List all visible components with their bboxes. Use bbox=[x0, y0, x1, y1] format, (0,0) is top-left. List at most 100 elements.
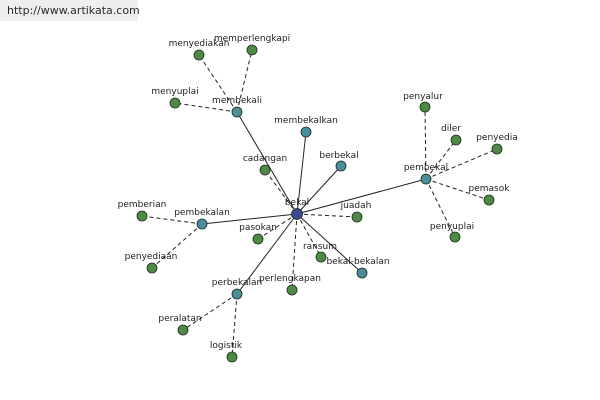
node-label-peralatan: peralatan bbox=[158, 314, 201, 324]
edge-pembekal-diler bbox=[425, 139, 457, 180]
node-label-pemasok: pemasok bbox=[469, 184, 511, 194]
node-dot-penyediaan[interactable] bbox=[146, 262, 158, 274]
node-label-pemberian: pemberian bbox=[118, 200, 167, 210]
node-label-membekalkan: membekalkan bbox=[274, 116, 338, 126]
node-perlengkapan[interactable]: perlengkapan bbox=[259, 274, 321, 296]
node-dot-menyediakan[interactable] bbox=[193, 49, 205, 61]
node-dot-menyuplai[interactable] bbox=[169, 97, 181, 109]
node-dot-perlengkapan[interactable] bbox=[286, 284, 298, 296]
edge-bekal-cadangan bbox=[264, 169, 298, 215]
node-dot-membekali[interactable] bbox=[231, 106, 243, 118]
node-label-memperlengkapi: memperlengkapi bbox=[214, 34, 290, 44]
node-dot-membekalkan[interactable] bbox=[300, 126, 312, 138]
node-dot-penyuplai[interactable] bbox=[449, 231, 461, 243]
edge-bekal-ransum bbox=[296, 213, 322, 258]
node-pasokan[interactable]: pasokan bbox=[239, 223, 277, 245]
node-label-penyedia: penyedia bbox=[476, 133, 518, 143]
node-label-membekali: membekali bbox=[212, 96, 262, 106]
node-dot-ransum[interactable] bbox=[315, 251, 327, 263]
edge-pembekalan-pemberian bbox=[141, 215, 203, 225]
edge-pembekal-penyedia bbox=[425, 148, 498, 180]
node-pemberian[interactable]: pemberian bbox=[118, 200, 167, 222]
edge-bekal-berbekal bbox=[296, 165, 342, 215]
node-label-cadangan: cadangan bbox=[243, 154, 287, 164]
node-label-ransum: ransum bbox=[303, 242, 337, 252]
node-dot-penyedia[interactable] bbox=[491, 143, 503, 155]
node-dot-pasokan[interactable] bbox=[252, 233, 264, 245]
edge-bekal-pasokan bbox=[257, 213, 298, 240]
node-label-penyuplai: penyuplai bbox=[430, 222, 474, 232]
node-membekali[interactable]: membekali bbox=[212, 96, 262, 118]
node-dot-memperlengkapi[interactable] bbox=[246, 44, 258, 56]
edge-bekal-perbekalan bbox=[236, 213, 298, 295]
edge-bekal-bekal-bekalan bbox=[296, 213, 363, 274]
node-menyediakan[interactable]: menyediakan bbox=[169, 39, 230, 61]
edge-pembekal-penyalur bbox=[424, 106, 427, 180]
node-label-pembekalan: pembekalan bbox=[174, 208, 230, 218]
node-peralatan[interactable]: peralatan bbox=[158, 314, 202, 336]
node-cadangan[interactable]: cadangan bbox=[243, 154, 287, 176]
node-dot-perbekalan[interactable] bbox=[231, 288, 243, 300]
node-dot-pemberian[interactable] bbox=[136, 210, 148, 222]
node-ransum[interactable]: ransum bbox=[303, 242, 337, 263]
node-label-diler: diler bbox=[441, 124, 461, 134]
node-bekal-bekalan[interactable]: bekal-bekalan bbox=[326, 257, 390, 279]
edge-bekal-perlengkapan bbox=[291, 213, 298, 291]
edge-bekal-juadah bbox=[296, 213, 358, 218]
node-label-penyalur: penyalur bbox=[403, 92, 443, 102]
edge-perbekalan-logistik bbox=[231, 293, 238, 358]
edge-perbekalan-peralatan bbox=[182, 293, 238, 331]
node-dot-peralatan[interactable] bbox=[177, 324, 189, 336]
edge-pembekal-penyuplai bbox=[425, 178, 456, 238]
node-dot-juadah[interactable] bbox=[351, 211, 363, 223]
edge-membekali-menyuplai bbox=[174, 102, 238, 113]
source-url-banner[interactable]: http://www.artikata.com bbox=[0, 0, 140, 21]
node-label-berbekal: berbekal bbox=[319, 151, 358, 161]
node-penyediaan[interactable]: penyediaan bbox=[125, 252, 178, 274]
edge-bekal-membekali bbox=[236, 111, 298, 215]
node-dot-logistik[interactable] bbox=[226, 351, 238, 363]
node-pembekal[interactable]: pembekal bbox=[404, 163, 448, 185]
edge-bekal-pembekal bbox=[296, 178, 427, 215]
node-juadah[interactable]: juadah bbox=[340, 201, 372, 223]
node-memperlengkapi[interactable]: memperlengkapi bbox=[214, 34, 290, 56]
node-label-pasokan: pasokan bbox=[239, 223, 277, 233]
node-label-pembekal: pembekal bbox=[404, 163, 448, 173]
node-dot-bekal[interactable] bbox=[291, 208, 303, 220]
node-membekalkan[interactable]: membekalkan bbox=[274, 116, 338, 138]
node-pemasok[interactable]: pemasok bbox=[469, 184, 511, 206]
nodes-layer: bekal membekali membekalkan berbekal pembeka… bbox=[118, 34, 518, 363]
node-label-menyuplai: menyuplai bbox=[151, 87, 198, 97]
node-dot-penyalur[interactable] bbox=[419, 101, 431, 113]
node-label-bekal: bekal bbox=[285, 198, 309, 208]
node-dot-berbekal[interactable] bbox=[335, 160, 347, 172]
node-perbekalan[interactable]: perbekalan bbox=[212, 278, 263, 300]
edge-bekal-pembekalan bbox=[201, 213, 298, 225]
node-menyuplai[interactable]: menyuplai bbox=[151, 87, 199, 109]
node-dot-pembekalan[interactable] bbox=[196, 218, 208, 230]
edges-layer bbox=[141, 49, 498, 358]
node-dot-bekal-bekalan[interactable] bbox=[356, 267, 368, 279]
node-dot-pemasok[interactable] bbox=[483, 194, 495, 206]
node-label-perlengkapan: perlengkapan bbox=[259, 274, 321, 284]
node-label-bekal-bekalan: bekal-bekalan bbox=[326, 257, 389, 267]
edge-membekali-menyediakan bbox=[198, 54, 238, 113]
node-label-juadah: juadah bbox=[340, 201, 372, 211]
node-dot-pembekal[interactable] bbox=[420, 173, 432, 185]
node-pembekalan[interactable]: pembekalan bbox=[174, 208, 230, 230]
node-dot-cadangan[interactable] bbox=[259, 164, 271, 176]
edge-bekal-membekalkan bbox=[296, 131, 307, 215]
node-logistik[interactable]: logistik bbox=[210, 341, 243, 363]
node-berbekal[interactable]: berbekal bbox=[319, 151, 359, 172]
node-bekal[interactable]: bekal bbox=[285, 198, 309, 220]
node-penyedia[interactable]: penyedia bbox=[476, 133, 518, 155]
node-dot-diler[interactable] bbox=[450, 134, 462, 146]
node-label-perbekalan: perbekalan bbox=[212, 278, 263, 288]
node-label-penyediaan: penyediaan bbox=[125, 252, 178, 262]
node-label-menyediakan: menyediakan bbox=[169, 39, 230, 49]
node-diler[interactable]: diler bbox=[441, 124, 462, 146]
node-penyalur[interactable]: penyalur bbox=[403, 92, 443, 113]
edge-membekali-memperlengkapi bbox=[236, 49, 253, 113]
node-penyuplai[interactable]: penyuplai bbox=[430, 222, 474, 243]
